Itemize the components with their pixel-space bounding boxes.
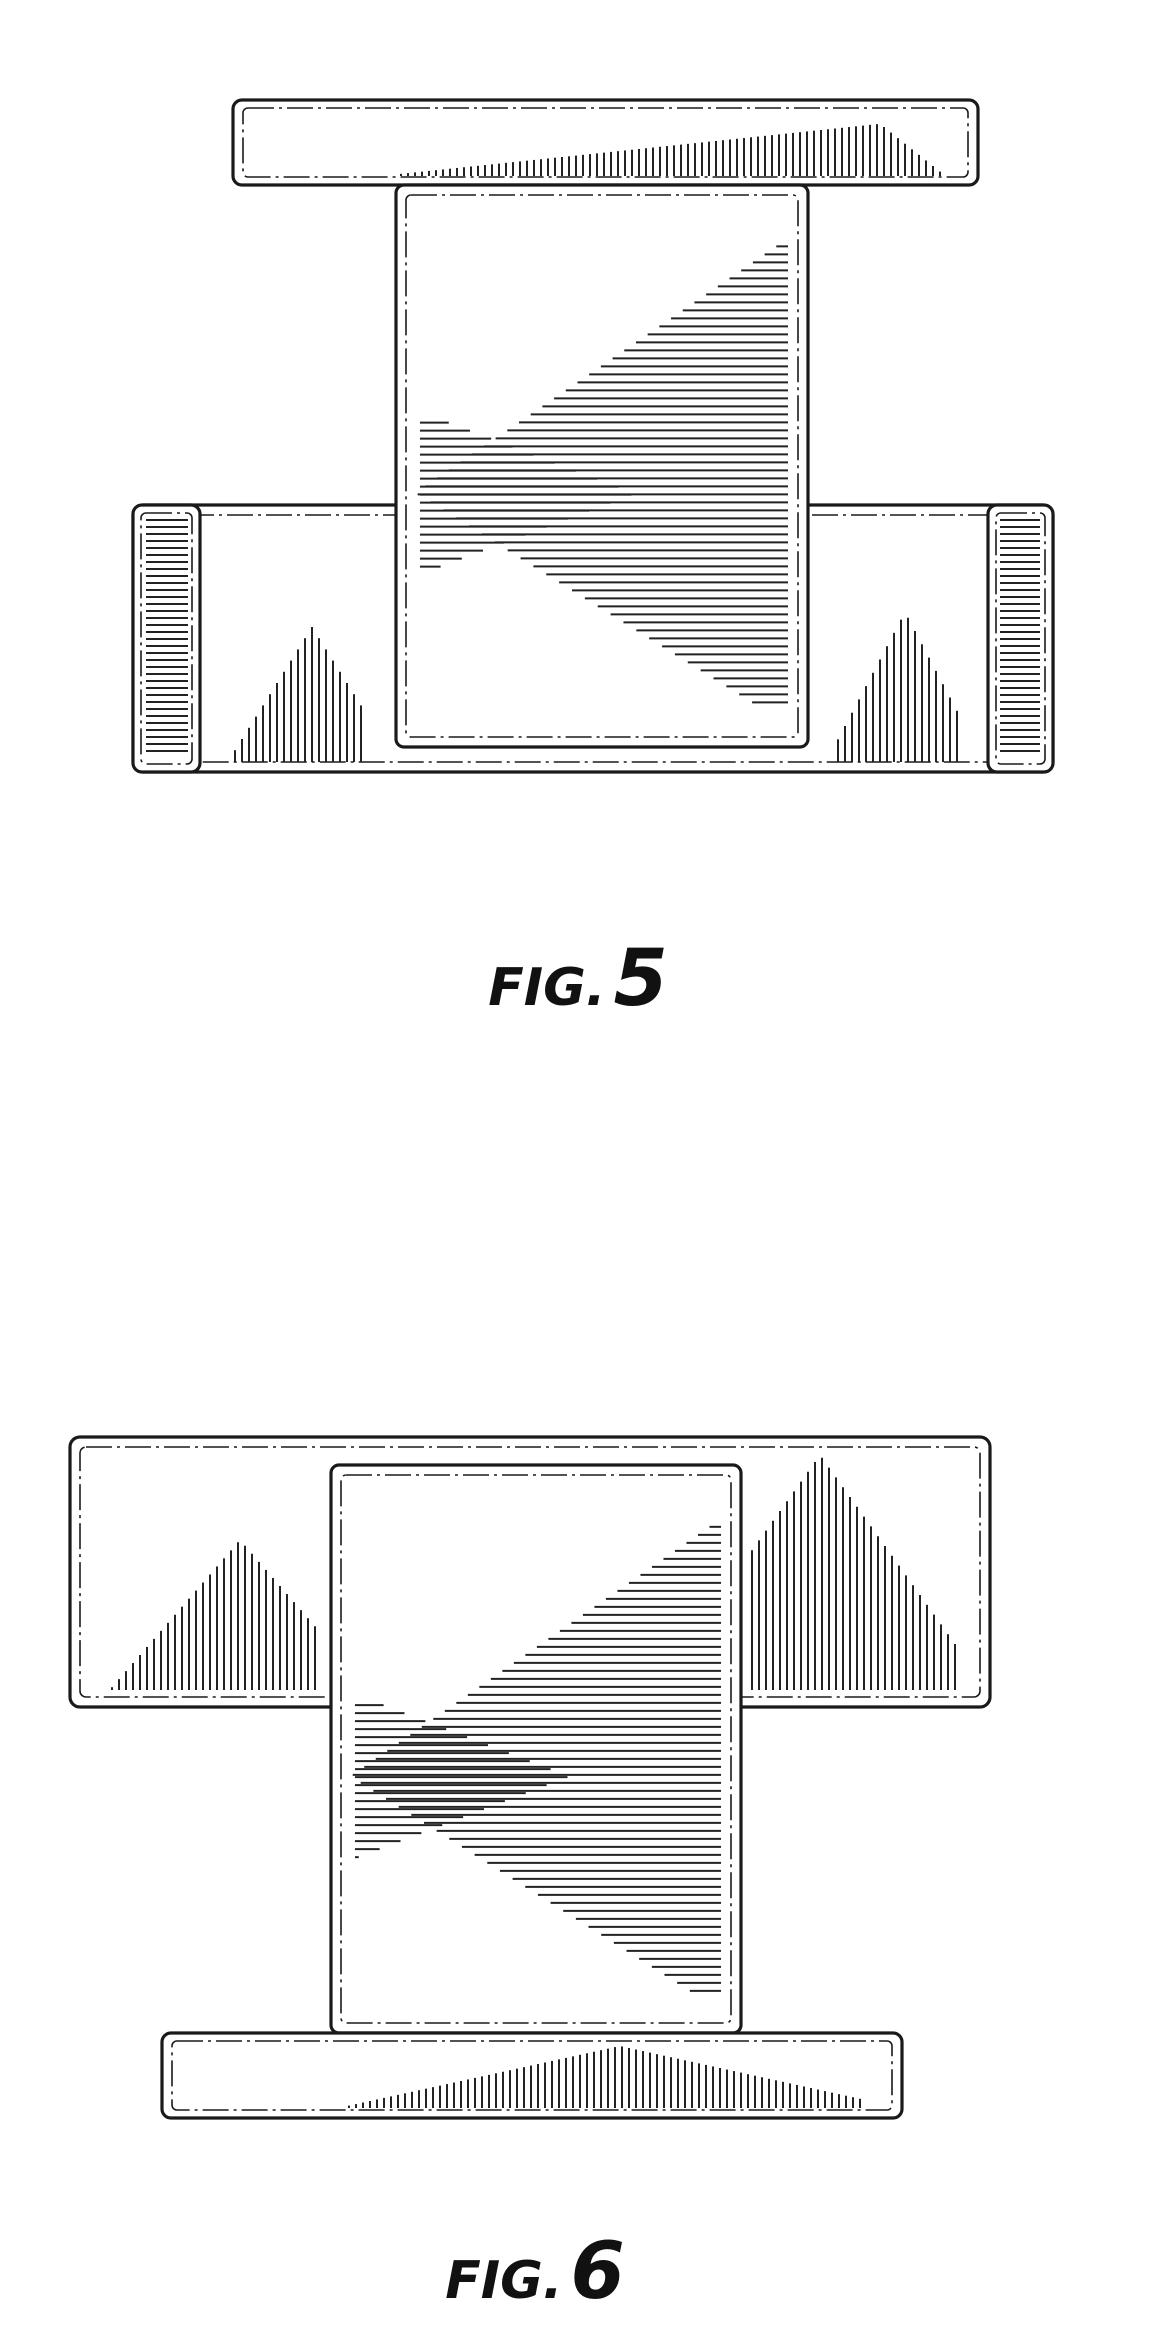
fig5-top-bar: [233, 100, 978, 185]
fig6-caption: FIG.6: [445, 2227, 625, 2317]
fig6-drawing: [70, 1437, 990, 2118]
fig5-drawing: [133, 100, 1053, 772]
fig5-caption-number: 5: [614, 934, 668, 1024]
fig5-caption: FIG.5: [488, 934, 668, 1024]
fig5-caption-prefix: FIG.: [488, 958, 605, 1018]
fig6-caption-prefix: FIG.: [445, 2251, 562, 2311]
fig6-caption-number: 6: [571, 2227, 625, 2317]
